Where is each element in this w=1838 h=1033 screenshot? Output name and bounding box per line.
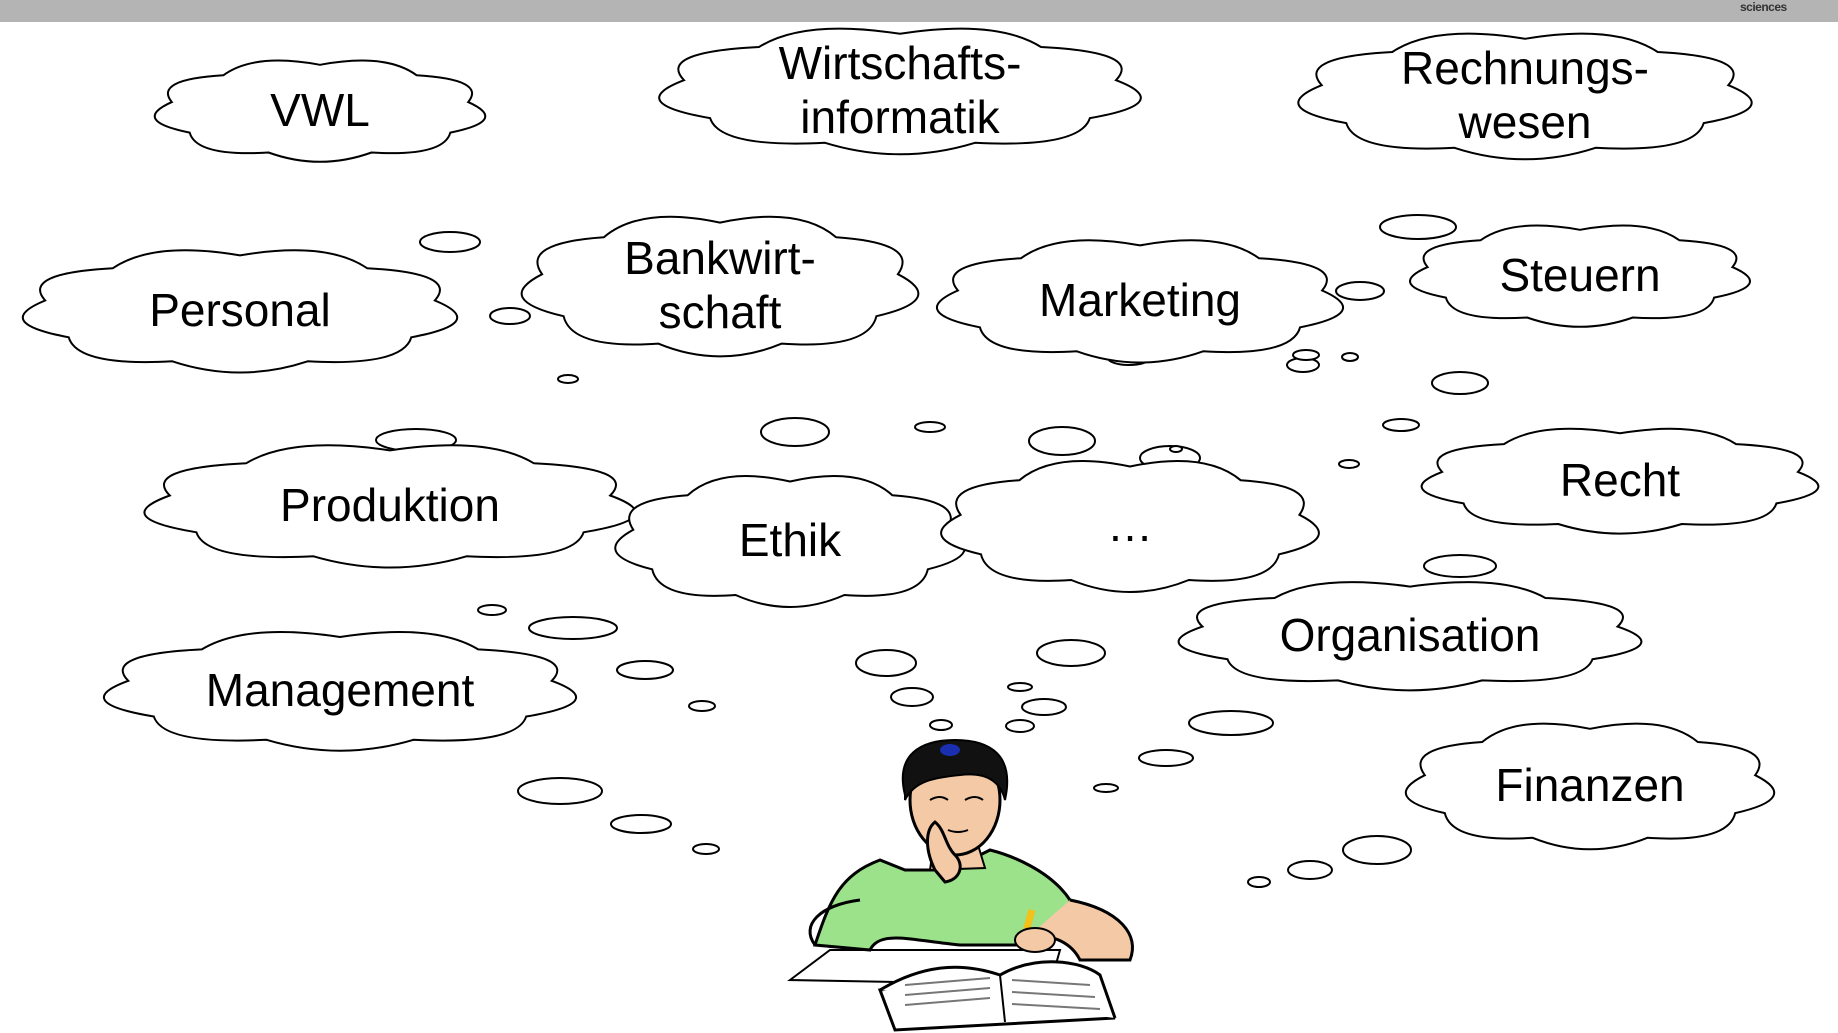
cloud-rechnungswesen: Rechnungs-wesen [1297,32,1753,161]
cloud-label-personal: Personal [149,284,331,336]
cloud-ethik: Ethik [614,475,966,608]
cloud-bankwirtschaft: Bankwirt-schaft [520,215,920,358]
cloud-label-steuern: Steuern [1499,249,1660,301]
cloud-personal: Personal [22,249,458,374]
thought-bubble [419,231,481,253]
cloud-shape [940,460,1320,593]
thought-bubble [1335,281,1385,301]
thought-bubble [688,700,716,712]
student-shirt [812,848,1072,952]
student-hand [926,820,962,884]
thought-bubble [692,843,720,855]
cloud-marketing: Marketing [936,239,1344,364]
cloud-label-organisation: Organisation [1280,609,1541,661]
cloud-label-produktion: Produktion [280,479,500,531]
cloud-label-recht: Recht [1560,454,1680,506]
thought-bubble [1379,214,1457,240]
thought-bubble [557,374,579,384]
cloud-label-wirtschaftsinformatik: informatik [800,91,1000,143]
cloud-shape [614,475,966,608]
thought-bubble [914,421,946,433]
thought-bubble [616,660,674,680]
thought-bubble [1007,682,1033,692]
thought-bubble [890,687,934,707]
thought-bubble [489,307,531,325]
top-bar [0,0,1838,22]
cloud-shape [22,249,458,374]
thought-bubble [1138,749,1194,767]
cloud-label-bankwirtschaft: schaft [659,286,782,338]
cloud-label-management: Management [206,664,475,716]
thought-bubble [1036,639,1106,667]
thought-bubble [1021,698,1067,716]
thought-bubble [1382,418,1420,432]
cloud-label-ethik: Ethik [739,514,842,566]
cloud-recht: Recht [1420,427,1820,535]
cloud-ellipsis: … [940,460,1320,593]
cloud-wirtschaftsinformatik: Wirtschafts-informatik [658,27,1142,156]
cloud-shape [1409,224,1751,328]
cloud-shape [658,27,1142,156]
cloud-shape [1404,722,1776,851]
cloud-organisation: Organisation [1177,581,1643,692]
cloud-steuern: Steuern [1409,224,1751,328]
cloud-label-ellipsis: … [1107,499,1153,551]
cloud-produktion: Produktion [143,444,637,569]
thought-bubble [1431,371,1489,395]
cloud-shape [936,239,1344,364]
thought-bubble [1287,860,1333,880]
cloud-finanzen: Finanzen [1404,722,1776,851]
cloud-management: Management [103,631,577,752]
thought-bubble [610,814,672,834]
cloud-shape [520,215,920,358]
student-illustration [787,738,1134,1032]
thought-bubble [528,616,618,640]
cloud-label-rechnungswesen: wesen [1458,96,1592,148]
thought-bubble [477,604,507,616]
brand-logo-text: sciences [1740,0,1787,14]
cloud-shape [143,444,637,569]
cloud-label-rechnungswesen: Rechnungs- [1401,42,1649,94]
thought-bubble [1342,835,1412,865]
cloud-shape [1297,32,1753,161]
thought-bubble [1188,710,1274,736]
thought-bubble [1292,349,1320,361]
cloud-label-marketing: Marketing [1039,274,1241,326]
cloud-label-bankwirtschaft: Bankwirt- [624,232,816,284]
cloud-label-wirtschaftsinformatik: Wirtschafts- [779,37,1022,89]
thought-bubble [1423,554,1497,578]
student-hair [901,738,1009,801]
thought-bubble [1169,445,1183,453]
cloud-label-finanzen: Finanzen [1495,759,1684,811]
thought-bubble [929,719,953,731]
cloud-shape [1177,581,1643,692]
cloud-shape [103,631,577,752]
thought-bubble [1247,876,1271,888]
thought-bubble [1005,719,1035,733]
open-book [877,960,1117,1032]
thought-bubble [855,649,917,677]
cloud-label-vwl: VWL [270,84,370,136]
thought-bubble [1338,459,1360,469]
cloud-vwl: VWL [153,59,487,163]
topic-clouds: VWL Wirtschafts-informatik Rechnungs-wesen… [22,27,1820,851]
cloud-shape [153,59,487,163]
cloud-shape [1420,427,1820,535]
thought-bubble [1093,783,1119,793]
thought-bubble [760,417,830,447]
thought-bubble [517,777,603,805]
thought-bubble [1028,426,1096,456]
thought-bubble [1341,352,1359,362]
